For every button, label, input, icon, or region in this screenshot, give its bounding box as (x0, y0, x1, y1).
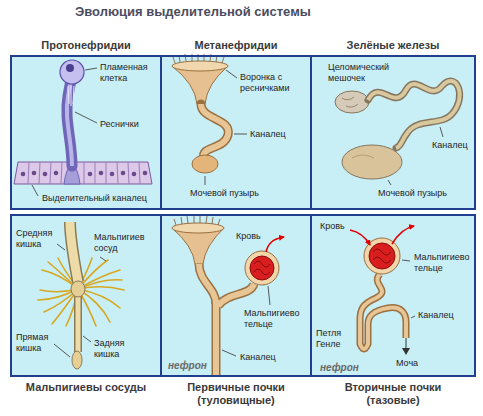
panel-box: Метанефридии (160, 55, 312, 210)
secondary-kidney-drawing (350, 226, 415, 355)
panel-heading: Мальпигиевы сосуды (11, 381, 161, 394)
panel-box: Протонефридии (10, 55, 162, 210)
part-label: Выделительный каналец (42, 193, 147, 204)
part-label: Кровь (320, 221, 345, 232)
panel-heading: Метанефридии (161, 39, 311, 52)
part-label: Воронка с ресничками (240, 72, 306, 94)
part-label: Реснички (100, 119, 139, 130)
diagram-title: Эволюция выделительной системы (75, 4, 311, 19)
part-label: Пламенная клетка (100, 62, 158, 84)
part-label: Мочевой пузырь (378, 188, 447, 199)
part-label: Кровь (236, 231, 261, 242)
panel-heading: Вторичные почки (тазовые) (336, 381, 451, 407)
part-label: Каналец (240, 352, 276, 363)
part-label: Мочевой пузырь (190, 188, 259, 199)
part-label: Каналец (432, 140, 468, 151)
primary-kidney-drawing (172, 216, 284, 375)
panel-heading: Зелёные железы (310, 39, 476, 52)
nephron-caption: нефрон (320, 362, 359, 373)
part-label: Средняя кишка (16, 228, 62, 250)
part-label: Задняя кишка (94, 338, 140, 360)
part-label: Мальпигиево тельце (414, 252, 474, 274)
protonephridium-drawing (14, 60, 152, 196)
metanephridium-drawing (172, 54, 247, 185)
part-label: Каналец (418, 310, 454, 321)
part-label: Каналец (250, 129, 286, 140)
part-label: Моча (396, 358, 418, 369)
panel-heading: Протонефридии (11, 39, 161, 52)
nephron-caption: нефрон (168, 360, 207, 371)
panel-grounds (10, 55, 476, 377)
part-label: Мальпигиево тельце (244, 308, 308, 330)
panel-heading: Первичные почки (туловищные) (179, 381, 294, 407)
part-label: Петля Генле (316, 328, 350, 350)
part-label: Целомический мешочек (328, 62, 408, 84)
panel-box: Вторичные почки (тазовые) (310, 214, 476, 377)
part-label: Мальпигиев сосуд (94, 232, 154, 254)
part-label: Прямая кишка (16, 332, 60, 354)
green-gland-drawing (335, 81, 460, 185)
